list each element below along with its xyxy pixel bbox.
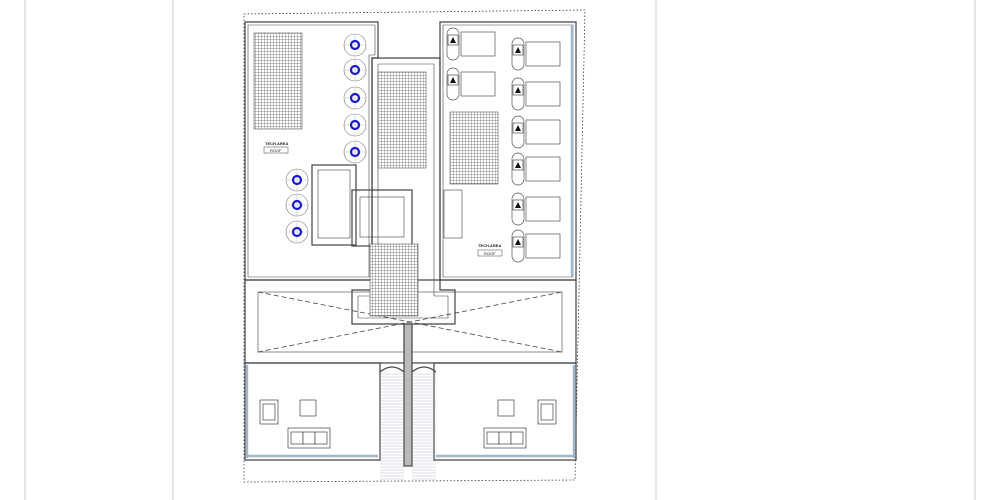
- ac-unit: [446, 27, 496, 61]
- fan-icon: [349, 64, 361, 76]
- right-area-subtitle: ROOF: [484, 251, 496, 256]
- fan-icon: [349, 146, 361, 158]
- ac-arrow-icon: [515, 162, 521, 168]
- left-area-title: TECH.AREA: [265, 141, 288, 146]
- fan-icon: [291, 226, 303, 238]
- fan-icon: [291, 174, 303, 186]
- ac-unit: [511, 37, 561, 71]
- ac-arrow-icon: [515, 239, 521, 245]
- exhaust-fans: [285, 33, 367, 244]
- solar-panel-array: [449, 111, 499, 185]
- fan-icon: [349, 119, 361, 131]
- solar-panel-array: [369, 243, 419, 317]
- ac-arrow-icon: [450, 37, 456, 43]
- fan-unit: [285, 193, 309, 217]
- ac-arrow-icon: [515, 125, 521, 131]
- fan-unit: [343, 140, 367, 164]
- ac-unit: [511, 192, 561, 226]
- fan-unit: [343, 33, 367, 57]
- ac-arrow-icon: [450, 77, 456, 83]
- solar-panel-array: [377, 71, 427, 169]
- side-table: [299, 399, 317, 417]
- roof-walls: [244, 21, 577, 467]
- ac-unit: [511, 115, 561, 149]
- fan-unit: [343, 58, 367, 82]
- ac-unit: [511, 77, 561, 111]
- fan-unit: [343, 113, 367, 137]
- ac-arrow-icon: [515, 87, 521, 93]
- ac-unit: [511, 229, 561, 263]
- furniture: [259, 399, 557, 449]
- ac-arrow-icon: [515, 202, 521, 208]
- ac-unit: [511, 152, 561, 186]
- solar-panel-array: [253, 32, 303, 130]
- right-area-title: TECH.AREA: [478, 243, 501, 248]
- staircase-steps: (function(){const g=document.currentScri…: [380, 373, 436, 480]
- side-table: [497, 399, 515, 417]
- fan-unit: [343, 86, 367, 110]
- ac-units: [446, 27, 561, 263]
- sheet-border-lines: [24, 0, 976, 500]
- fan-unit: [285, 220, 309, 244]
- ac-unit: [446, 67, 496, 101]
- solar-panels: [253, 32, 499, 317]
- fan-unit: [285, 168, 309, 192]
- ac-arrow-icon: [515, 47, 521, 53]
- fan-icon: [349, 39, 361, 51]
- left-area-subtitle: ROOF: [270, 148, 282, 153]
- fan-icon: [291, 199, 303, 211]
- fan-icon: [349, 92, 361, 104]
